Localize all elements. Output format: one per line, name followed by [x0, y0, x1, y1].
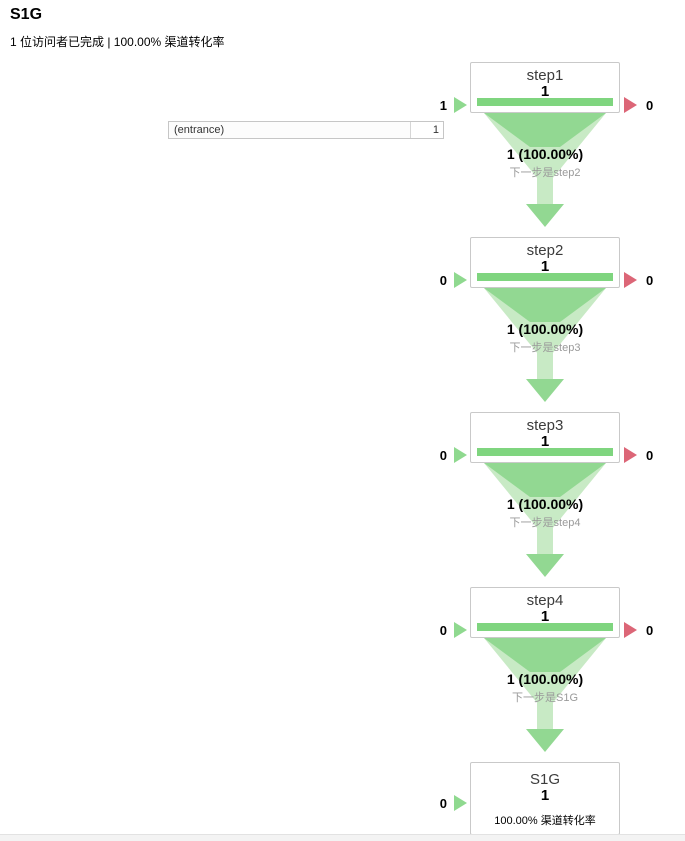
step3-next-step-label: 下一步是step4	[509, 517, 581, 529]
step4-progress-bar	[477, 623, 613, 631]
step1-exited-group: 0	[624, 97, 653, 113]
funnel-connector-3: 1 (100.00%) 下一步是step4	[470, 463, 620, 587]
step2-entered-count: 0	[439, 272, 447, 288]
step3-name: step3	[526, 417, 564, 434]
step1-box: step1 1	[470, 62, 620, 113]
goal-conversion-rate: 100.00% 渠道转化率	[494, 815, 596, 827]
step2-next-step-label: 下一步是step3	[509, 342, 581, 354]
enter-arrow-icon	[454, 272, 467, 288]
step4-box: step4 1	[470, 587, 620, 638]
step1-entered-group: 1	[420, 97, 467, 113]
step2-entered-group: 0	[420, 272, 467, 288]
goal-entered-group: 0	[420, 795, 467, 811]
goal-name: S1G	[529, 771, 560, 788]
step3-entered-group: 0	[420, 447, 467, 463]
step1-exited-count: 0	[646, 97, 654, 113]
step2-visitor-count: 1	[540, 258, 550, 275]
funnel-shape-icon	[484, 288, 606, 402]
step2-proceed-count: 1 (100.00%)	[506, 321, 584, 337]
step1-entered-count: 1	[439, 97, 447, 113]
step3-exited-group: 0	[624, 447, 653, 463]
page-title: S1G	[10, 6, 43, 23]
funnel-summary-text: 1 位访问者已完成 | 100.00% 渠道转化率	[10, 35, 225, 49]
step4-visitor-count: 1	[540, 608, 550, 625]
step4-exited-count: 0	[646, 622, 654, 638]
funnel-step-1: 1 step1 1 0 1 (100.00%) 下一步是step2	[0, 62, 685, 237]
step1-visitor-count: 1	[540, 83, 550, 100]
goal-box: S1G 1 100.00% 渠道转化率	[470, 762, 620, 835]
enter-arrow-icon	[454, 97, 467, 113]
funnel-step-4: 0 step4 1 0 1 (100.00%) 下一步是S1G	[0, 587, 685, 762]
goal-entered-count: 0	[439, 795, 447, 811]
step3-exited-count: 0	[646, 447, 654, 463]
step4-next-step-label: 下一步是S1G	[511, 692, 578, 704]
step4-entered-group: 0	[420, 622, 467, 638]
step1-proceed-count: 1 (100.00%)	[506, 146, 584, 162]
funnel-connector-4: 1 (100.00%) 下一步是S1G	[470, 638, 620, 762]
funnel-shape-icon	[484, 463, 606, 577]
funnel-connector-2: 1 (100.00%) 下一步是step3	[470, 288, 620, 412]
step4-name: step4	[526, 592, 564, 609]
funnel-connector-1: 1 (100.00%) 下一步是step2	[470, 113, 620, 237]
exit-arrow-icon	[624, 622, 637, 638]
exit-arrow-icon	[624, 447, 637, 463]
bottom-divider	[0, 834, 685, 841]
funnel-shape-icon	[484, 113, 606, 227]
entrance-value: 1	[410, 122, 443, 138]
goal-visitor-count: 1	[540, 787, 550, 804]
enter-arrow-icon	[454, 795, 467, 811]
step2-exited-group: 0	[624, 272, 653, 288]
step2-box: step2 1	[470, 237, 620, 288]
step4-exited-group: 0	[624, 622, 653, 638]
step4-proceed-count: 1 (100.00%)	[506, 671, 584, 687]
funnel-step-2: 0 step2 1 0 1 (100.00%) 下一步是step3	[0, 237, 685, 412]
step3-proceed-count: 1 (100.00%)	[506, 496, 584, 512]
exit-arrow-icon	[624, 97, 637, 113]
step3-progress-bar	[477, 448, 613, 456]
entrance-source-row: (entrance) 1	[168, 121, 444, 139]
enter-arrow-icon	[454, 447, 467, 463]
step1-name: step1	[526, 67, 564, 84]
step1-progress-bar	[477, 98, 613, 106]
exit-arrow-icon	[624, 272, 637, 288]
step3-visitor-count: 1	[540, 433, 550, 450]
step1-next-step-label: 下一步是step2	[509, 167, 581, 179]
step3-entered-count: 0	[439, 447, 447, 463]
step2-exited-count: 0	[646, 272, 654, 288]
enter-arrow-icon	[454, 622, 467, 638]
funnel-step-3: 0 step3 1 0 1 (100.00%) 下一步是step4	[0, 412, 685, 587]
step4-entered-count: 0	[439, 622, 447, 638]
funnel-shape-icon	[484, 638, 606, 752]
step2-progress-bar	[477, 273, 613, 281]
step2-name: step2	[526, 242, 564, 259]
entrance-label: (entrance)	[174, 124, 225, 136]
step3-box: step3 1	[470, 412, 620, 463]
